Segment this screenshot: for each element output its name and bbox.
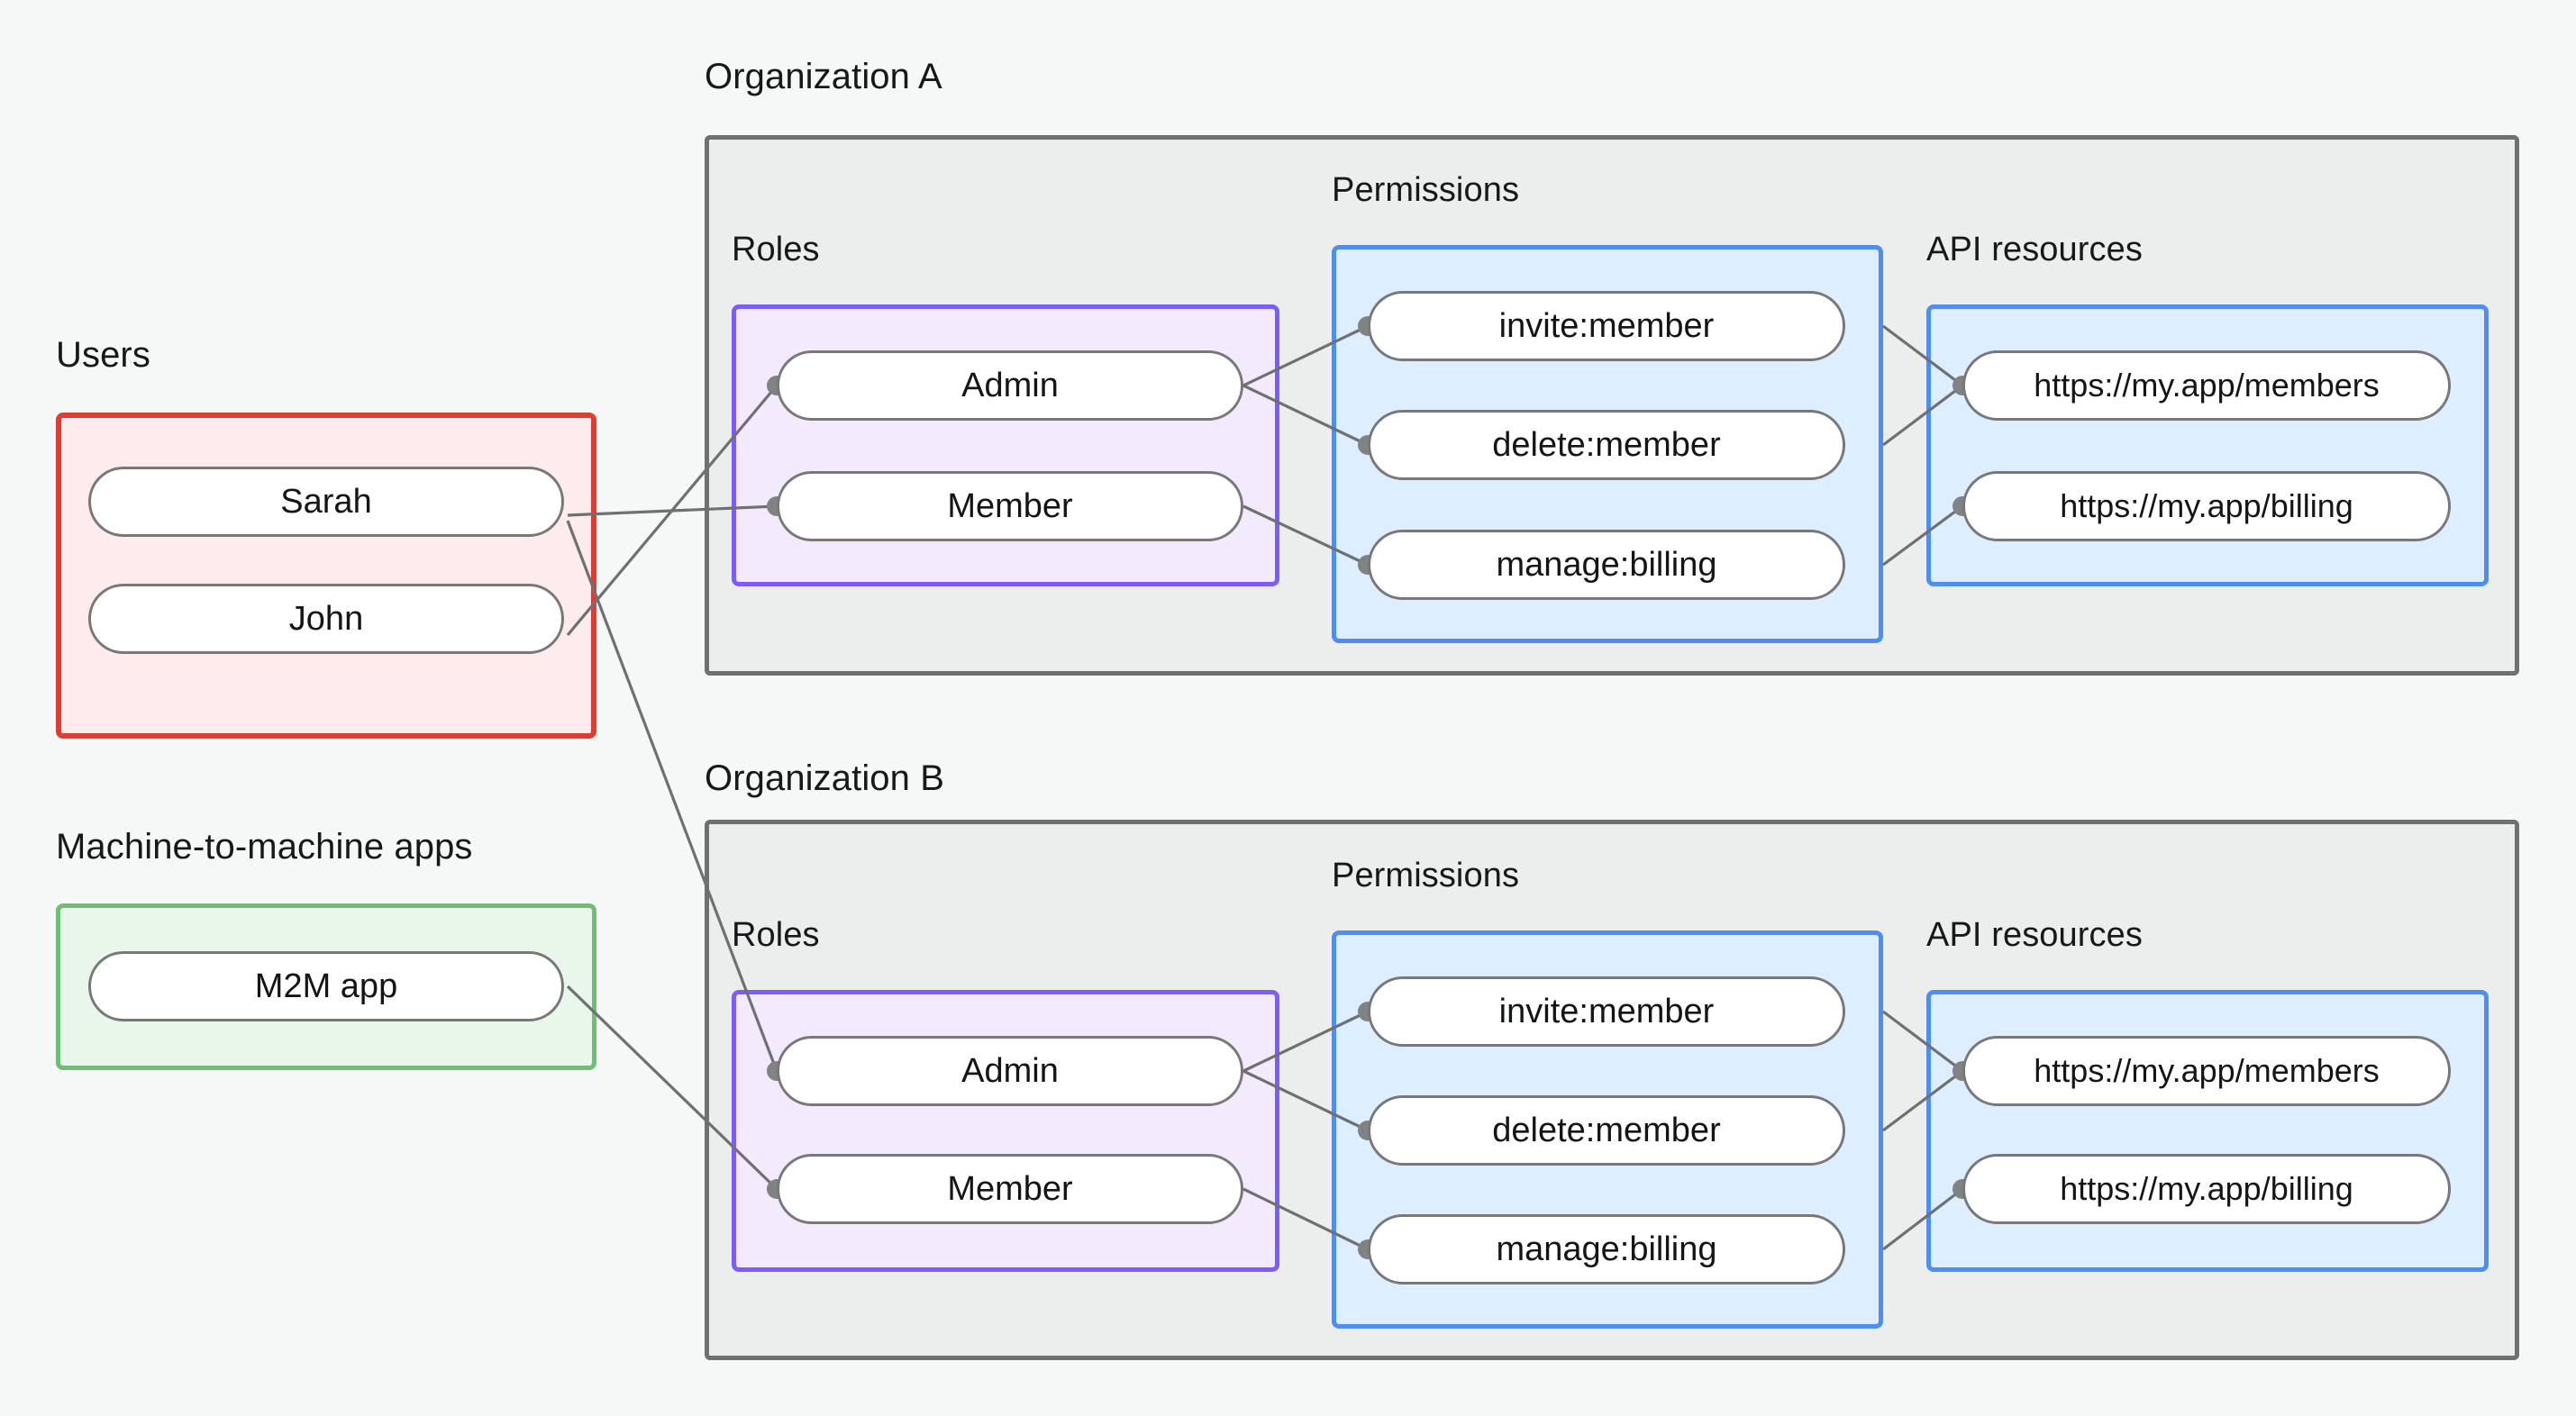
orgb-api-resources-box[interactable]	[1926, 990, 2489, 1272]
users-group-label: Users	[56, 335, 150, 375]
orgb-permissions-label: Permissions	[1332, 857, 1520, 894]
orgb-role-admin[interactable]: Admin	[777, 1036, 1243, 1106]
orga-api-resource-members[interactable]: https://my.app/members	[1962, 350, 2451, 421]
orga-permission-invite-member[interactable]: invite:member	[1368, 291, 1845, 361]
orgb-api-resources-label: API resources	[1926, 916, 2143, 954]
orga-permission-manage-billing[interactable]: manage:billing	[1368, 530, 1845, 600]
orga-permissions-label: Permissions	[1332, 171, 1520, 209]
orgb-permission-delete-member[interactable]: delete:member	[1368, 1095, 1845, 1166]
orgb-roles-box[interactable]	[732, 990, 1279, 1272]
user-node-sarah[interactable]: Sarah	[88, 467, 564, 537]
orgb-roles-label: Roles	[732, 916, 820, 954]
user-node-john[interactable]: John	[88, 584, 564, 654]
orgb-permission-manage-billing[interactable]: manage:billing	[1368, 1214, 1845, 1284]
orga-api-resource-billing[interactable]: https://my.app/billing	[1962, 471, 2451, 541]
orga-roles-box[interactable]	[732, 304, 1279, 586]
m2m-group-label: Machine-to-machine apps	[56, 827, 473, 867]
orgb-role-member[interactable]: Member	[777, 1154, 1243, 1224]
organization-b-label: Organization B	[705, 758, 944, 798]
orga-role-admin[interactable]: Admin	[777, 350, 1243, 421]
orgb-api-resource-members[interactable]: https://my.app/members	[1962, 1036, 2451, 1106]
users-group-box[interactable]	[56, 413, 596, 739]
organization-a-label: Organization A	[705, 57, 942, 96]
orgb-permission-invite-member[interactable]: invite:member	[1368, 976, 1845, 1047]
orga-api-resources-label: API resources	[1926, 231, 2143, 268]
orga-permission-delete-member[interactable]: delete:member	[1368, 410, 1845, 480]
orga-role-member[interactable]: Member	[777, 471, 1243, 541]
orga-api-resources-box[interactable]	[1926, 304, 2489, 586]
orga-roles-label: Roles	[732, 231, 820, 268]
m2m-node-app[interactable]: M2M app	[88, 951, 564, 1021]
orgb-api-resource-billing[interactable]: https://my.app/billing	[1962, 1154, 2451, 1224]
